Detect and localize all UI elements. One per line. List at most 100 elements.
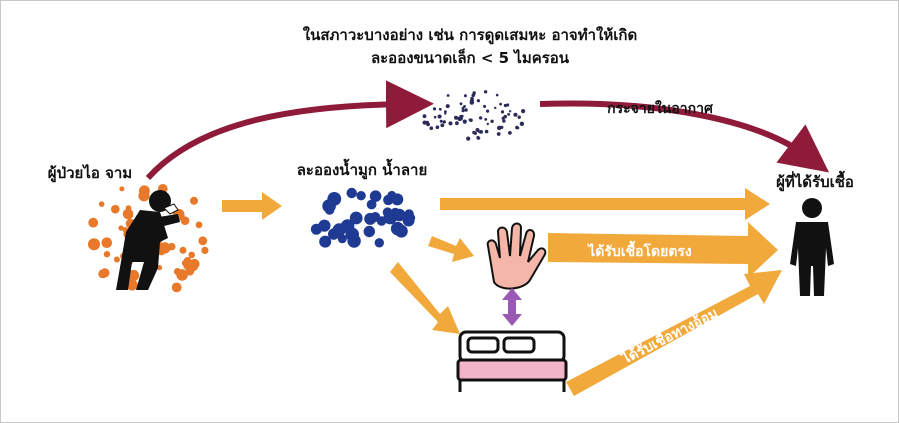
arrow-indirect [566, 270, 782, 396]
aerosol-cloud [422, 90, 526, 141]
spray-droplet [188, 251, 195, 259]
mucus-droplet [363, 225, 375, 238]
spray-droplet [183, 257, 192, 265]
mucus-droplet [310, 223, 322, 235]
aerosol-particle [439, 119, 443, 123]
spray-droplet [198, 236, 208, 246]
aerosol-particle [500, 125, 504, 129]
aerosol-particle [475, 128, 480, 132]
mucus-droplet [328, 228, 340, 240]
spray-droplet [159, 242, 171, 254]
spray-droplet [190, 196, 198, 205]
aerosol-particle [514, 113, 518, 117]
aerosol-particle [426, 122, 430, 127]
spray-droplet [119, 186, 125, 192]
aerosol-particle [503, 114, 508, 119]
aerosol-particle [438, 107, 442, 111]
aerosol-particle [468, 118, 472, 122]
aerosol-particle [519, 121, 525, 127]
aerosol-particle [495, 93, 499, 97]
header-line-2: ละอองขนาดเล็ก < 5 ไมครอน [371, 48, 570, 67]
mucus-droplet [369, 190, 382, 202]
patient-droplet-spray [88, 184, 209, 293]
aerosol-particle [435, 125, 440, 129]
mucus-droplet [349, 211, 363, 225]
aerosol-particle [508, 110, 512, 113]
spray-droplet [101, 237, 113, 248]
aerosol-particle [466, 136, 471, 141]
spray-droplet [122, 208, 134, 220]
aerosol-particle [521, 109, 526, 114]
spray-droplet [113, 256, 120, 263]
aerosol-particle [458, 116, 463, 121]
airborne-label: กระจายในอากาศ [607, 99, 714, 117]
aerosol-particle [461, 109, 465, 113]
arrow-droplets-to-receiver [440, 188, 770, 220]
aerosol-particle [472, 130, 476, 135]
spray-droplet [139, 185, 150, 197]
aerosol-particle [476, 99, 480, 103]
mucus-droplet [322, 199, 336, 213]
aerosol-particle [483, 104, 487, 108]
spray-droplet [118, 225, 124, 231]
droplets-label: ละอองน้ำมูก น้ำลาย [297, 158, 428, 180]
hand-bed-contact-arrow [502, 288, 522, 326]
spray-droplet [98, 269, 108, 279]
aerosol-particle [483, 90, 488, 94]
arrow-droplets-to-bed [390, 262, 460, 334]
aerosol-particle [422, 120, 427, 125]
aerosol-particle [500, 110, 505, 114]
arrow-patient-to-droplets [222, 192, 282, 220]
aerosol-particle [448, 121, 453, 126]
patient-label: ผู้ป่วยไอ จาม [48, 163, 132, 183]
spray-droplet [179, 246, 187, 254]
aerosol-particle [507, 113, 510, 116]
mucus-droplet [405, 213, 416, 223]
aerosol-particle [499, 102, 502, 106]
aerosol-particle [445, 104, 450, 109]
mucus-droplet [395, 224, 408, 238]
spray-droplet [103, 251, 111, 258]
spray-droplet [88, 238, 100, 251]
spray-droplet [181, 271, 187, 277]
arrow-direct [548, 222, 778, 278]
mucus-droplet [382, 207, 393, 218]
aerosol-particle [459, 102, 463, 106]
mucus-droplet [340, 219, 355, 233]
aerosol-particle [506, 103, 510, 107]
aerosol-particle [486, 109, 490, 113]
spray-droplet [88, 217, 99, 228]
aerosol-particle [502, 119, 506, 123]
aerosol-particle [463, 94, 467, 98]
bed-icon [456, 330, 568, 392]
spray-droplet [195, 221, 203, 229]
mucus-droplet [319, 235, 332, 248]
header-line-1: ในสภาวะบางอย่าง เช่น การดูดเสมหะ อาจทำให… [303, 26, 637, 45]
aerosol-particle [442, 120, 446, 124]
person-coughing-icon [116, 190, 180, 290]
aerosol-particle [517, 115, 521, 119]
aerosol-particle [516, 126, 520, 130]
mucus-droplet [374, 238, 384, 248]
aerosol-particle [444, 110, 447, 113]
spray-droplet [201, 246, 209, 254]
spray-droplet [111, 204, 120, 214]
mucus-droplet [370, 212, 381, 222]
mucus-droplet [346, 187, 357, 199]
mucus-droplet [366, 199, 377, 210]
aerosol-particle [508, 131, 512, 135]
mucus-droplet [337, 234, 347, 244]
aerosol-particle [437, 114, 442, 119]
aerosol-particle [472, 91, 476, 95]
aerosol-particle [454, 115, 458, 120]
aerosol-particle [490, 119, 494, 124]
indirect-label: ได้รับเชื้อทางอ้อม [616, 302, 721, 368]
aerosol-particle [477, 136, 481, 140]
spray-droplet [127, 269, 140, 282]
mucus-droplet [356, 191, 366, 201]
spray-droplet [168, 242, 176, 251]
droplet-cluster [310, 187, 416, 248]
aerosol-particle [484, 129, 489, 134]
spray-droplet [171, 282, 182, 293]
